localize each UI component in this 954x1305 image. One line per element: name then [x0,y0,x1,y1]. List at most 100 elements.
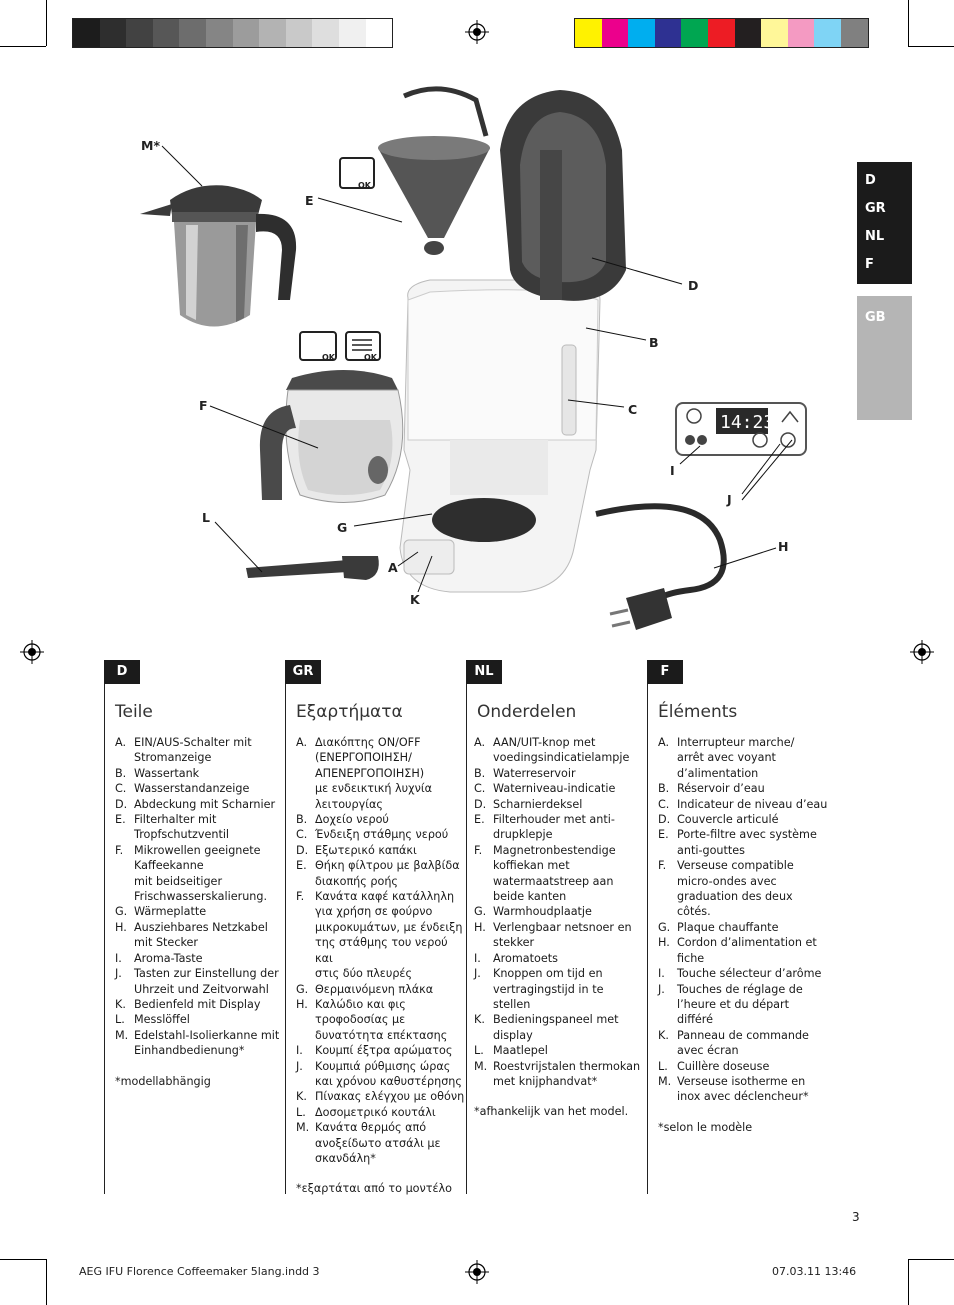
power-cord-illustration [595,503,727,630]
crop-mark [908,1259,954,1260]
color-swatch [654,19,682,47]
crop-mark [908,1259,909,1305]
svg-text:14:23: 14:23 [720,412,774,433]
item-text: Aroma-Taste [134,951,203,965]
list-item: L.Maatlepel [474,1043,644,1058]
column-lang-badge: NL [466,660,502,684]
list-item: B.Waterreservoir [474,766,644,781]
footer-date: 07.03.11 13:46 [772,1265,857,1278]
item-text: Warmhoudplaatje [493,905,592,919]
item-key: H. [658,936,670,950]
item-text: Verlengbaar netsnoer en stekker [493,920,632,950]
crop-mark [0,1259,46,1260]
item-text: Magnetronbestendige koffiekan met waterm… [493,843,616,904]
column-divider [104,660,105,1194]
column-lang-badge: D [104,660,140,684]
list-item: E.Θήκη φίλτρου με βαλβίδα διακοπής ροής [296,858,466,889]
list-item: B.Δοχείο νερού [296,812,466,827]
item-text: Abdeckung mit Scharnier [134,797,276,811]
item-text: Mikrowellen geeignete Kaffeekanne mit be… [134,843,268,904]
item-text: Ausziehbares Netzkabel mit Stecker [134,920,268,950]
item-key: B. [115,766,127,780]
label-d: D [688,278,699,293]
item-text: Filterhouder met anti- drupklepje [493,813,615,842]
color-swatch [628,19,655,47]
color-swatch [761,19,788,47]
gray-calibration-bar [72,18,394,48]
item-text: Διακόπτης ON/OFF (ΕΝΕΡΓΟΠΟΙΗΣΗ/ ΑΠΕΝΕΡΓΟ… [315,736,433,811]
glass-carafe-illustration [259,370,404,503]
list-item: F.Verseuse compatible micro-ondes avec g… [658,858,828,920]
svg-text:OK: OK [364,353,378,362]
color-swatch [99,19,127,47]
color-swatch [787,19,815,47]
registration-mark-icon [20,640,44,664]
list-item: K.Bedieningspaneel met display [474,1012,644,1043]
label-l: L [202,510,210,525]
footnote: *selon le modèle [658,1120,753,1134]
color-swatch [814,19,841,47]
language-tabs: D GR NL F [857,162,912,284]
label-m: M* [141,138,160,153]
list-item: C.Wasserstandanzeige [115,781,285,796]
column-lang-badge: F [647,660,683,684]
item-key: C. [115,782,127,796]
item-key: M. [115,1028,129,1042]
item-key: J. [658,982,665,996]
label-j: J [727,492,732,507]
item-key: C. [474,782,486,796]
item-text: Indicateur de niveau d’eau [677,797,828,811]
item-text: Cuillère doseuse [677,1059,770,1073]
crop-mark [908,0,909,46]
parts-list: A. Διακόπτης ON/OFF (ΕΝΕΡΓΟΠΟΙΗΣΗ/ ΑΠΕΝΕΡ… [296,735,466,1197]
item-text: Roestvrijstalen thermokan met knijphandv… [493,1059,641,1088]
svg-text:OK: OK [358,181,372,190]
list-item: C.Waterniveau-indicatie [474,781,644,796]
list-item: K.Panneau de commande avec écran [658,1028,828,1059]
item-text: Δοχείο νερού [315,813,389,827]
item-text: Κανάτα θερμός από ανοξείδωτο ατσάλι με σ… [315,1121,441,1165]
list-item: K.Bedienfeld mit Display [115,997,285,1012]
label-c: C [628,402,638,417]
color-swatch [259,19,286,47]
registration-mark-icon [465,20,489,44]
item-key: G. [296,982,309,996]
list-item: A.AAN/UIT-knop met voedingsindicatielamp… [474,735,644,766]
machine-body-illustration [399,279,601,593]
list-item: F. Mikrowellen geeignete Kaffeekanne mit … [115,843,285,905]
color-swatch [73,19,100,47]
color-swatch [840,19,868,47]
tab-gr: GR [865,201,886,216]
control-panel-zoom: 14:23 [675,402,807,456]
dishwasher-ok-icon: OK [299,331,337,362]
item-key: L. [658,1059,668,1073]
item-text: Εξωτερικό καπάκι [315,843,417,857]
list-item: D.Couvercle articulé [658,812,828,827]
list-item: D. Εξωτερικό καπάκι [296,843,466,858]
color-swatch [232,19,260,47]
list-item: E.Filterhouder met anti- drupklepje [474,812,644,843]
item-text: Tasten zur Einstellung der Uhrzeit und Z… [134,967,279,996]
list-item: J.Knoppen om tijd en vertragingstijd in … [474,966,644,1012]
list-item: E.Filterhalter mit Tropfschutzventil [115,812,285,843]
item-text: Réservoir d’eau [677,782,765,796]
item-text: Edelstahl-Isolierkanne mit Einhandbedien… [134,1028,280,1058]
list-item: I.Aroma-Taste [115,951,285,966]
crop-mark [0,46,46,47]
microwave-ok-icon: OK [345,331,381,362]
item-text: Ένδειξη στάθμης νερού [315,828,449,842]
list-item: G.Warmhoudplaatje [474,904,644,919]
list-item: I.Touche sélecteur d’arôme [658,966,828,981]
color-swatch [601,19,629,47]
item-key: G. [115,905,128,919]
item-key: D. [296,843,309,857]
list-item: B.Réservoir d’eau [658,781,828,796]
label-f: F [199,398,208,413]
measuring-spoon-illustration [246,556,379,580]
item-key: A. [296,736,308,749]
item-key: F. [115,843,124,857]
item-key: H. [115,920,127,934]
color-swatch [365,19,393,47]
item-key: E. [658,828,669,842]
item-key: L. [115,1013,125,1027]
